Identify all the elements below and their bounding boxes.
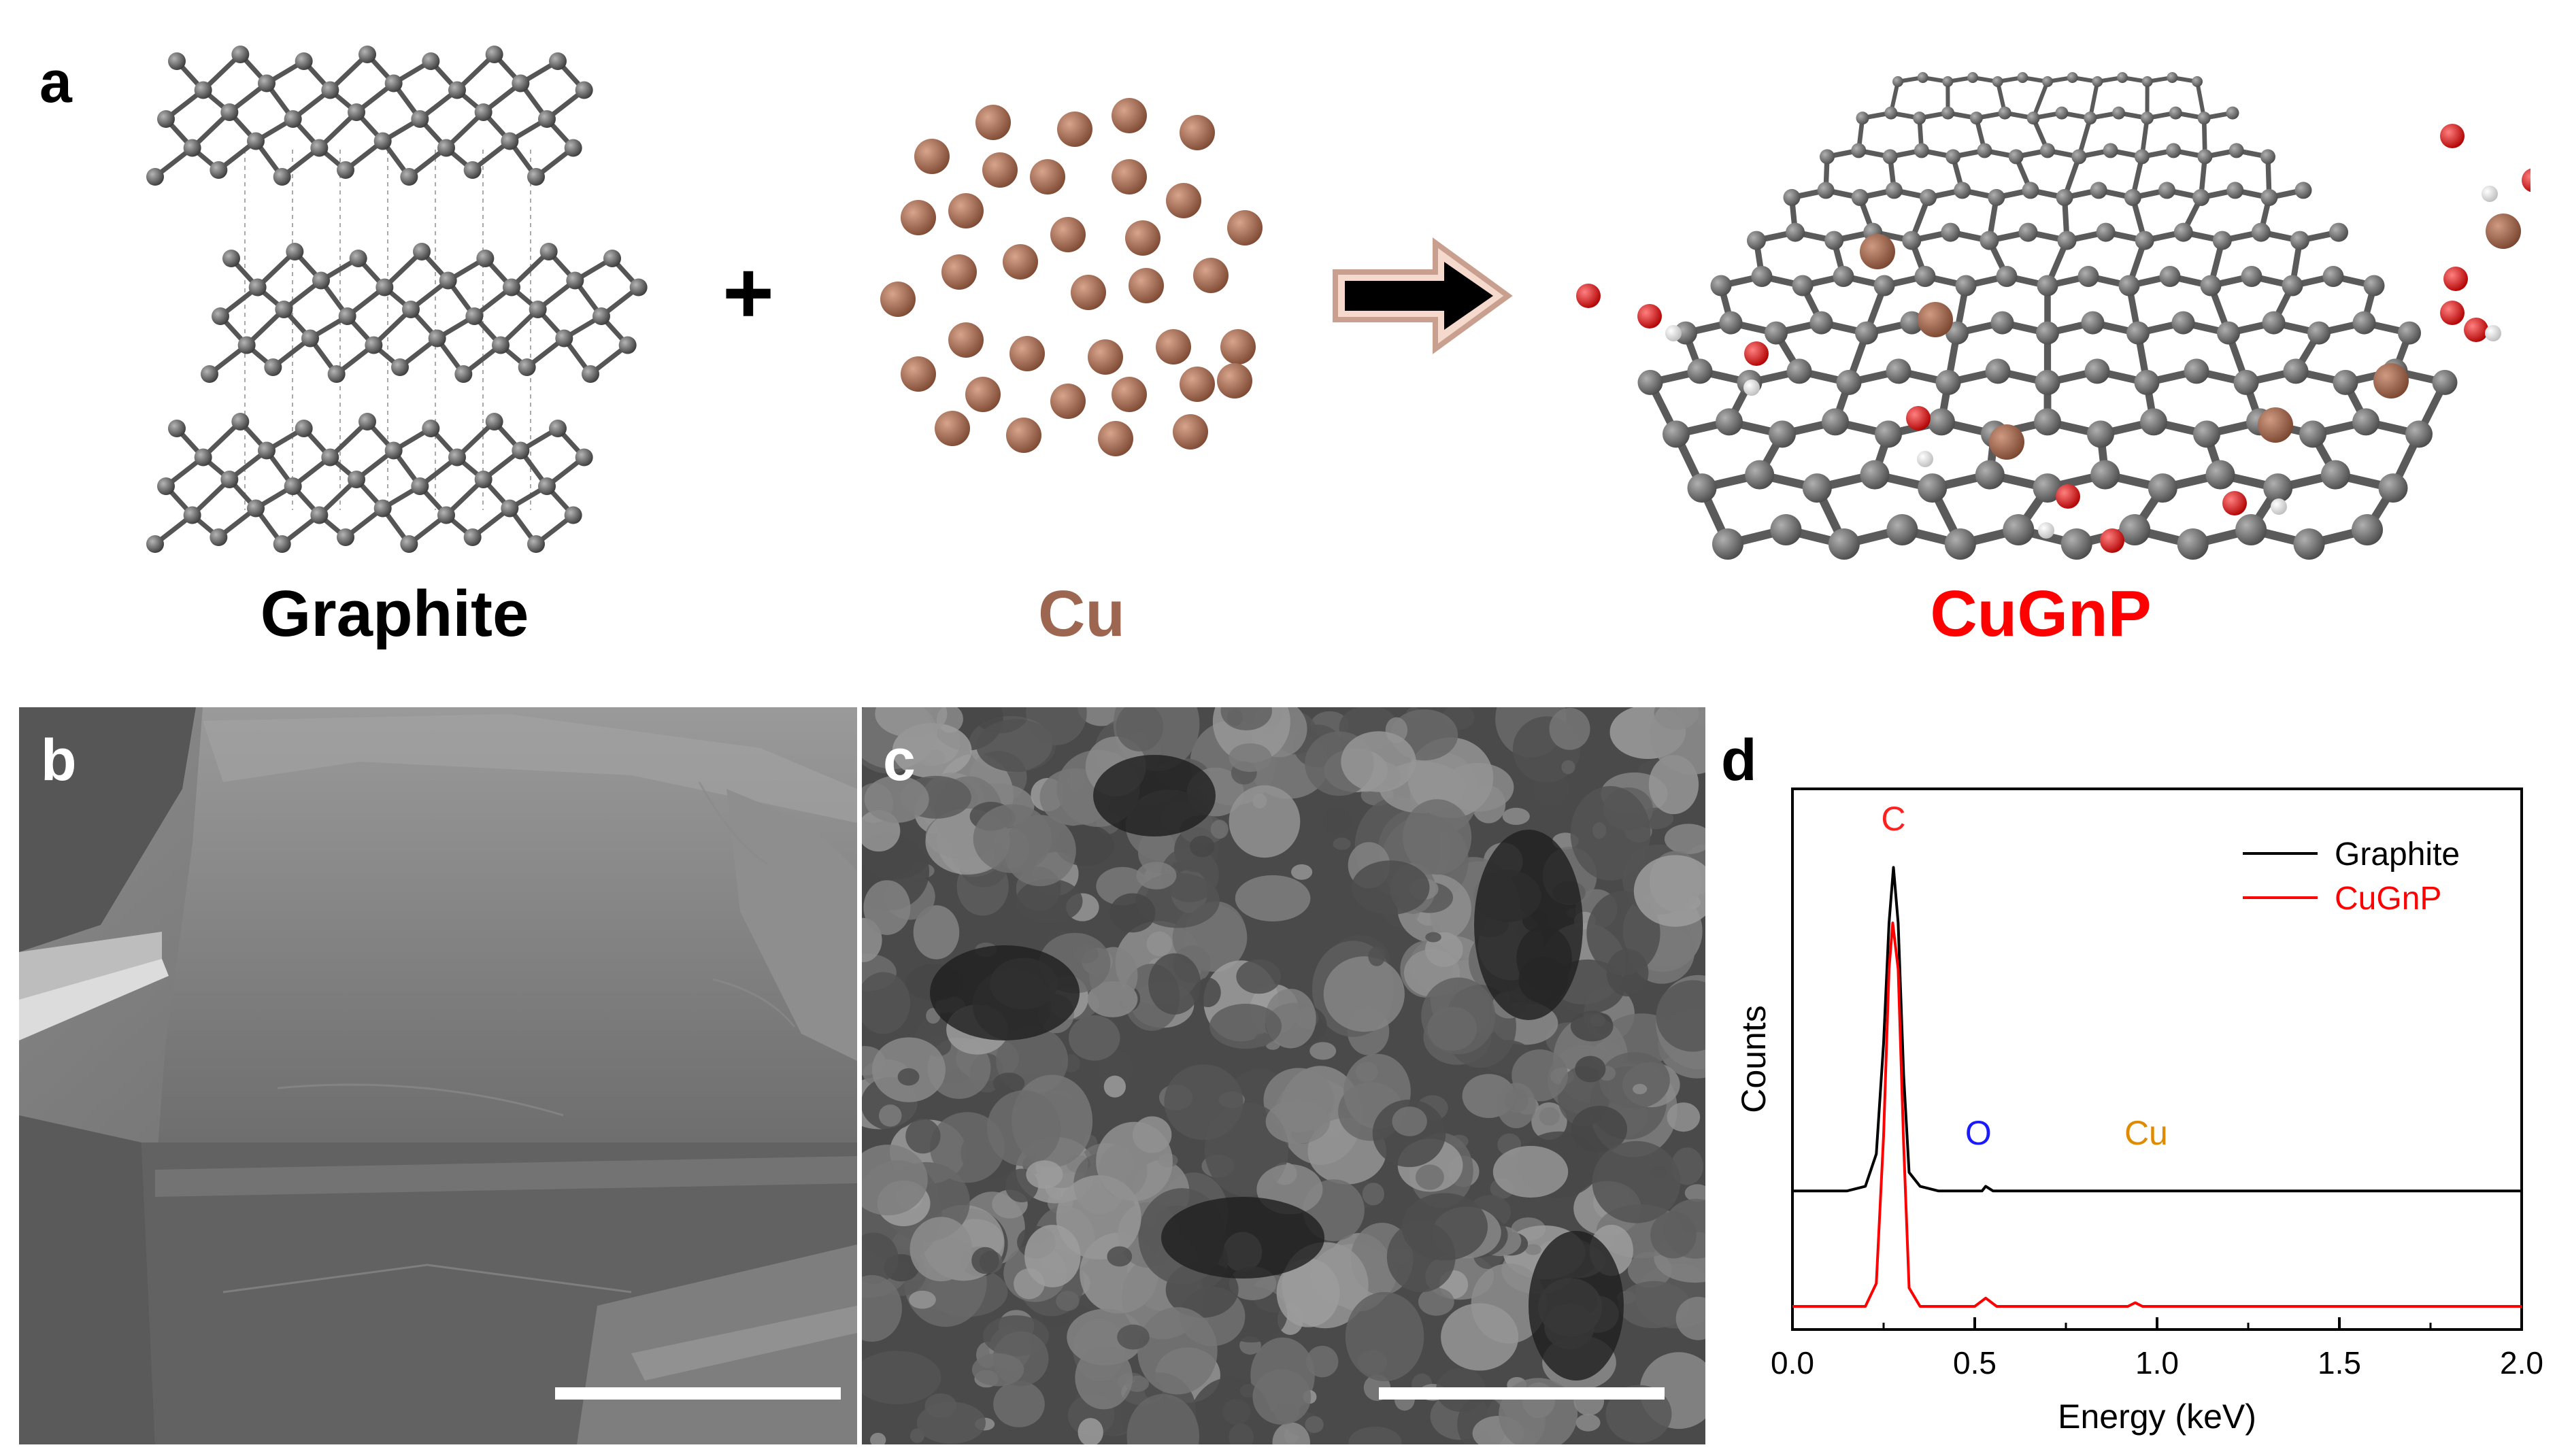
copper-particle-group xyxy=(880,98,1263,456)
cu-label: Cu xyxy=(1038,577,1125,650)
hydrogen-atom xyxy=(2482,186,2498,202)
x-tick-label: 1.5 xyxy=(2318,1345,2361,1381)
x-tick-label: 1.0 xyxy=(2135,1345,2179,1381)
series-line-cugnp xyxy=(1792,921,2522,1308)
x-tick-label: 0.0 xyxy=(1771,1345,1814,1381)
oxygen-atom xyxy=(2100,528,2124,553)
oxygen-atom xyxy=(2222,491,2247,515)
copper-particle xyxy=(1030,159,1065,194)
oxygen-atom xyxy=(2440,124,2465,148)
y-axis-label: Counts xyxy=(1735,1005,1773,1113)
panel-b-letter: b xyxy=(41,728,77,793)
copper-particle xyxy=(1129,268,1164,303)
hydrogen-atom xyxy=(1743,379,1760,396)
legend-label-graphite: Graphite xyxy=(2335,836,2460,873)
copper-particle xyxy=(1057,112,1092,147)
plus-sign: + xyxy=(722,243,774,342)
copper-particle xyxy=(965,377,1001,412)
oxygen-atom xyxy=(2056,484,2080,509)
hydrogen-atom xyxy=(1665,325,1682,341)
panel-a-letter: a xyxy=(39,50,72,115)
copper-particle xyxy=(982,152,1018,188)
copper-particle xyxy=(901,200,936,235)
copper-particle xyxy=(914,139,950,174)
sem-image-graphite xyxy=(19,707,857,1444)
panel-d-letter: d xyxy=(1721,728,1757,793)
graphite-layer-middle xyxy=(201,243,648,383)
cu-atom xyxy=(2258,407,2293,443)
copper-particle xyxy=(1112,377,1147,412)
cugnp-functional-groups xyxy=(1576,124,2531,553)
copper-particle xyxy=(948,322,984,358)
copper-particle xyxy=(1006,418,1041,453)
x-tick-label: 2.0 xyxy=(2500,1345,2543,1381)
sem-graphite-texture xyxy=(19,707,857,1444)
graphite-layer-bottom xyxy=(146,413,593,553)
copper-particle xyxy=(1003,244,1038,280)
copper-particle xyxy=(1217,363,1252,399)
scale-bar xyxy=(1379,1387,1665,1400)
oxygen-atom xyxy=(1744,341,1769,366)
sem-image-cugnp xyxy=(862,707,1705,1444)
legend-label-cugnp: CuGnP xyxy=(2335,881,2441,917)
right-arrow-icon xyxy=(1333,237,1513,354)
sem-shadows xyxy=(930,755,1624,1381)
oxygen-atom xyxy=(2522,168,2531,192)
hydrogen-atom xyxy=(1917,451,1933,467)
copper-particle xyxy=(975,105,1011,140)
copper-particle xyxy=(1173,414,1208,450)
cu-atom xyxy=(2486,214,2521,249)
graphite-layer-top xyxy=(146,46,593,186)
peak-label-c: C xyxy=(1881,800,1905,838)
series-line-graphite xyxy=(1792,866,2522,1193)
copper-particles-diagram xyxy=(880,98,1263,456)
hydrogen-atom xyxy=(2271,498,2287,515)
copper-particle xyxy=(935,411,970,446)
graphite-layers-diagram xyxy=(146,46,648,553)
peak-label-o: O xyxy=(1965,1114,1992,1152)
oxygen-atom xyxy=(1637,304,1662,328)
copper-particle xyxy=(1220,329,1256,365)
cu-atom xyxy=(1989,424,2024,460)
hydrogen-atom xyxy=(2038,522,2054,539)
copper-particle xyxy=(1050,384,1086,419)
copper-particle xyxy=(901,356,936,392)
copper-particle xyxy=(1112,98,1147,133)
cu-atom xyxy=(2373,363,2409,399)
copper-particle xyxy=(948,193,984,228)
copper-particle xyxy=(1180,367,1215,402)
copper-particle xyxy=(1009,336,1045,371)
copper-particle xyxy=(1071,275,1106,310)
peak-label-cu: Cu xyxy=(2124,1114,2168,1152)
sem-cugnp-texture xyxy=(862,707,1705,1444)
panel-c-letter: c xyxy=(883,728,916,793)
graphite-label: Graphite xyxy=(260,577,529,650)
cu-atom xyxy=(1860,234,1895,269)
oxygen-atom xyxy=(1906,406,1931,430)
hydrogen-atom xyxy=(2485,325,2501,341)
copper-particle xyxy=(1193,258,1229,293)
copper-particle xyxy=(880,282,916,317)
oxygen-atom xyxy=(2464,318,2488,342)
copper-particle xyxy=(941,254,977,290)
copper-particle xyxy=(1088,339,1123,375)
copper-particle xyxy=(1227,210,1263,246)
copper-particle xyxy=(1112,159,1147,194)
x-tick-label: 0.5 xyxy=(1953,1345,1997,1381)
copper-particle xyxy=(1180,115,1215,150)
x-axis-label: Energy (keV) xyxy=(2058,1398,2256,1436)
copper-particle xyxy=(1050,217,1086,252)
copper-particle xyxy=(1156,329,1191,365)
scale-bar xyxy=(555,1387,841,1400)
cu-atom xyxy=(1918,302,1953,337)
cugnp-label: CuGnP xyxy=(1930,577,2152,650)
oxygen-atom xyxy=(1576,284,1601,308)
copper-particle xyxy=(1125,220,1160,256)
oxygen-atom xyxy=(2440,301,2465,325)
copper-particle xyxy=(1166,183,1201,218)
oxygen-atom xyxy=(2443,267,2468,291)
copper-particle xyxy=(1098,421,1133,456)
cugnp-sheet-diagram xyxy=(1576,72,2531,560)
